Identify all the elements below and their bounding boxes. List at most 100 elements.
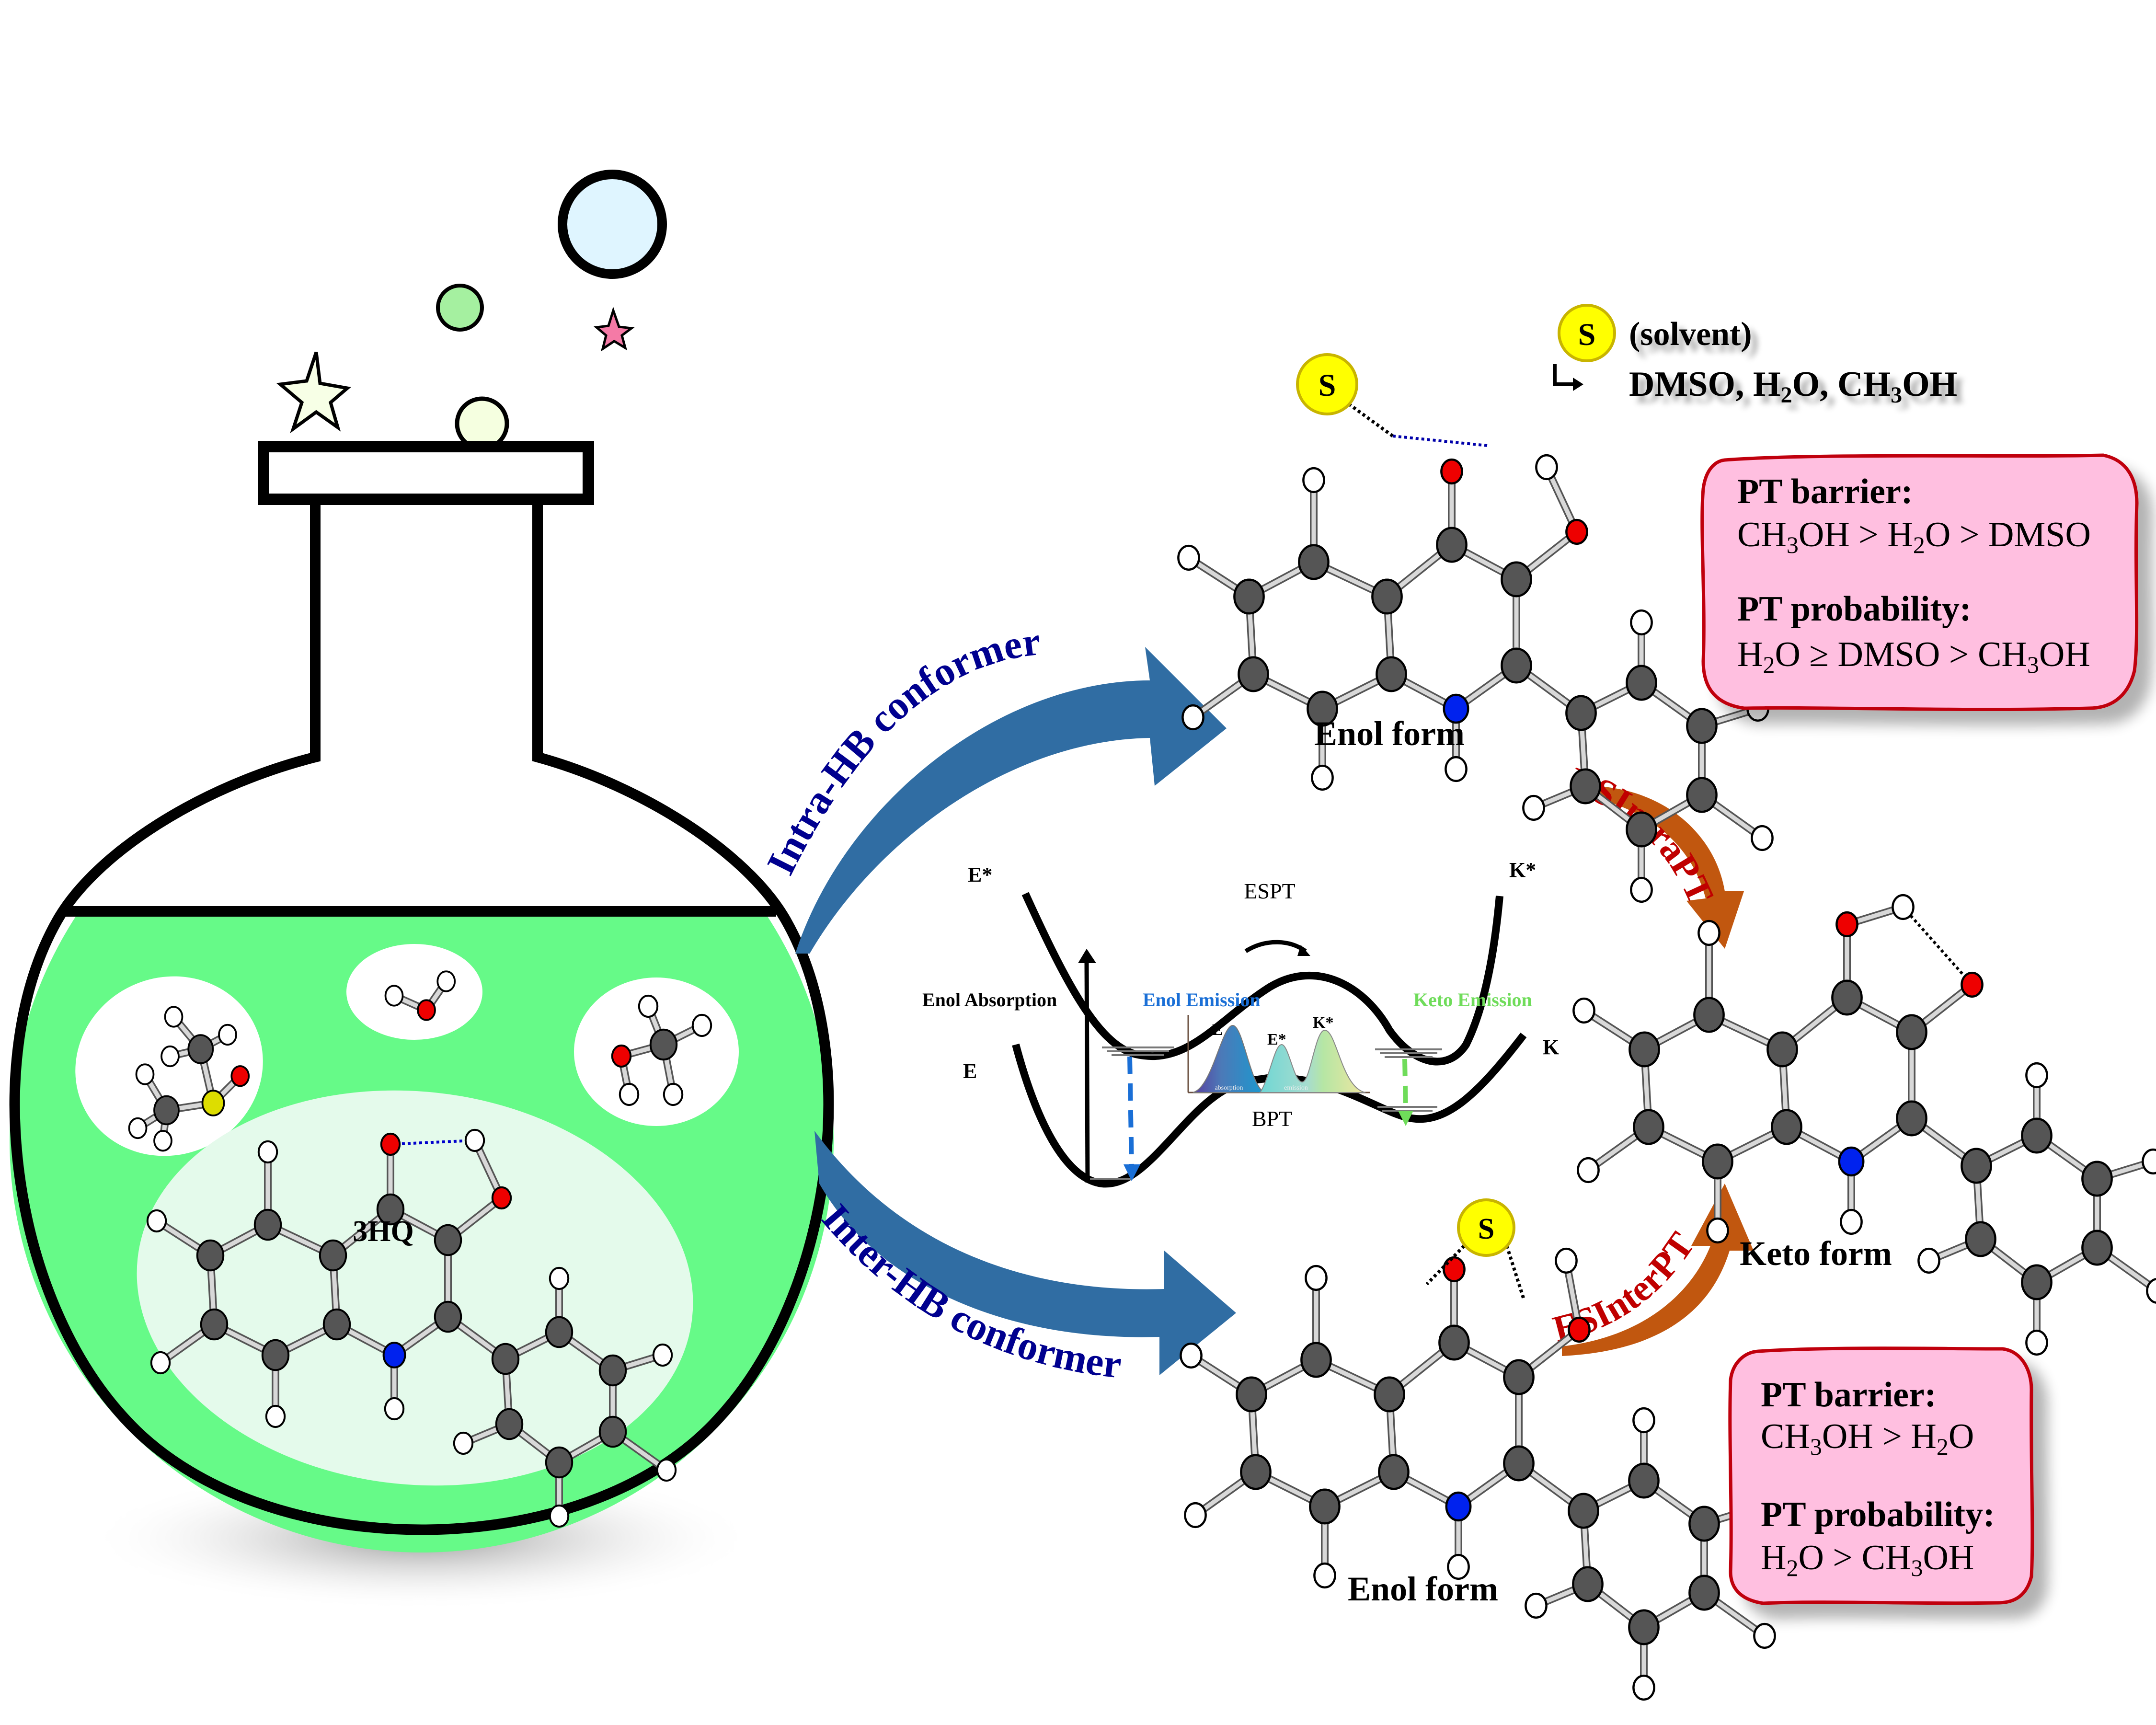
hydrogen-atom bbox=[2142, 1148, 2156, 1175]
hydrogen-atom bbox=[549, 1504, 570, 1528]
emission-peaks bbox=[1259, 1029, 1366, 1093]
carbon-atom bbox=[187, 1034, 214, 1064]
carbon-atom bbox=[1628, 1031, 1660, 1068]
hydrogen-atom bbox=[464, 1128, 485, 1152]
carbon-atom bbox=[1831, 979, 1863, 1016]
enol-emission-arrowhead bbox=[1124, 1164, 1140, 1181]
hydrogen-atom bbox=[218, 1024, 237, 1046]
oxygen-atom bbox=[1568, 1316, 1591, 1343]
nitrogen-atom bbox=[1838, 1146, 1865, 1177]
carbon-atom bbox=[1436, 527, 1468, 563]
hydrogen-atom bbox=[1181, 704, 1204, 731]
carbon-atom bbox=[1628, 1609, 1660, 1645]
top-probability-text: H2O ≥ DMSO > CH3OH bbox=[1737, 635, 2090, 678]
svg-text:S: S bbox=[1478, 1213, 1494, 1245]
carbon-atom bbox=[1766, 1031, 1798, 1068]
enol-form-bottom-molecule bbox=[1180, 1247, 1776, 1701]
inset-absorption-label: absorption bbox=[1215, 1084, 1243, 1092]
carbon-atom bbox=[545, 1316, 573, 1348]
hydrogen-atom bbox=[2025, 1062, 2048, 1089]
carbon-atom bbox=[319, 1239, 347, 1272]
hydrogen-atom bbox=[1630, 609, 1653, 636]
keto-emission-arrow bbox=[1402, 1058, 1408, 1112]
hydrogen-atom bbox=[153, 1130, 172, 1152]
oxygen-atom bbox=[611, 1044, 632, 1068]
carbon-atom bbox=[322, 1308, 351, 1341]
carbon-atom bbox=[2081, 1161, 2113, 1197]
carbon-atom bbox=[1501, 647, 1532, 684]
carbon-atom bbox=[1965, 1221, 1996, 1257]
pt-info-box-bottom bbox=[1728, 1346, 2034, 1605]
inset-peak-e-star: E* bbox=[1267, 1031, 1286, 1048]
hydrogen-atom bbox=[638, 994, 659, 1018]
hydrogen-atom bbox=[164, 1006, 183, 1028]
carbon-atom bbox=[1626, 665, 1657, 701]
bubble-green bbox=[436, 284, 484, 332]
carbon-atom bbox=[1686, 777, 1718, 813]
3hq-label: 3HQ bbox=[353, 1215, 413, 1248]
oxygen-atom bbox=[1440, 458, 1463, 485]
legend-arrow-icon bbox=[1553, 364, 1574, 386]
energy-diagram bbox=[1012, 892, 1527, 1188]
enol-emission-label: Enol Emission bbox=[1143, 989, 1261, 1011]
solvent-badge-bottom: S bbox=[1425, 1198, 1525, 1300]
enol-form-bottom-label: Enol form bbox=[1348, 1570, 1498, 1608]
top-barrier-title: PT barrier: bbox=[1737, 472, 1913, 511]
carbon-atom bbox=[1896, 1014, 1927, 1050]
carbon-atom bbox=[1565, 695, 1597, 731]
carbon-atom bbox=[1378, 1454, 1410, 1490]
oxygen-atom bbox=[1443, 1256, 1466, 1283]
carbon-atom bbox=[2021, 1264, 2053, 1300]
k-ground-label: K bbox=[1543, 1035, 1559, 1059]
top-probability-title: PT probability: bbox=[1737, 589, 1972, 629]
espt-arrowhead bbox=[1297, 945, 1310, 956]
bottom-barrier-title: PT barrier: bbox=[1761, 1375, 1936, 1414]
hydrogen-atom bbox=[1632, 1407, 1655, 1434]
hydrogen-atom bbox=[161, 1045, 180, 1068]
legend-solvent-symbol: S bbox=[1578, 317, 1596, 352]
hydrogen-atom bbox=[1313, 1562, 1336, 1589]
hydrogen-atom bbox=[1180, 1342, 1203, 1369]
bpt-label: BPT bbox=[1252, 1106, 1292, 1131]
carbon-atom bbox=[1626, 811, 1657, 848]
hydrogen-atom bbox=[265, 1404, 286, 1428]
hydrogen-atom bbox=[1572, 997, 1595, 1024]
bubble-large bbox=[558, 170, 667, 279]
hydrogen-atom bbox=[1630, 876, 1653, 903]
hydrogen-atom bbox=[1892, 894, 1915, 920]
carbon-atom bbox=[1298, 544, 1330, 580]
carbon-atom bbox=[491, 1343, 520, 1375]
carbon-atom bbox=[649, 1028, 678, 1061]
sulfur-atom bbox=[201, 1090, 225, 1116]
carbon-atom bbox=[153, 1095, 180, 1126]
legend-solvent-list: DMSO, H2O, CH3OH bbox=[1629, 365, 1957, 408]
top-barrier-text: CH3OH > H2O > DMSO bbox=[1737, 515, 2091, 558]
pt-info-box-top bbox=[1700, 453, 2139, 712]
espt-arrow bbox=[1244, 940, 1307, 953]
carbon-atom bbox=[598, 1354, 627, 1387]
hydrogen-atom bbox=[1697, 920, 1720, 946]
hydrogen-atom bbox=[1577, 1157, 1600, 1184]
esintrapt-arrow bbox=[1586, 786, 1744, 949]
hydrogen-atom bbox=[128, 1117, 148, 1139]
carbon-atom bbox=[598, 1415, 627, 1448]
inset-emission-label: emission bbox=[1284, 1084, 1308, 1092]
e-ground-label: E bbox=[963, 1059, 977, 1083]
carbon-atom bbox=[1300, 1342, 1332, 1378]
oxygen-atom bbox=[230, 1065, 250, 1087]
bottom-barrier-text: CH3OH > H2O bbox=[1761, 1417, 1974, 1460]
absorption-peak bbox=[1193, 1024, 1265, 1093]
oxygen-atom bbox=[491, 1186, 512, 1210]
hydrogen-atom bbox=[146, 1209, 167, 1233]
hydrogen-atom bbox=[1184, 1502, 1207, 1529]
legend-arrowhead-icon bbox=[1573, 378, 1583, 391]
hydrogen-atom bbox=[150, 1351, 171, 1375]
intra-hb-arrow bbox=[795, 647, 1227, 954]
water-bubble bbox=[346, 944, 482, 1040]
legend-solvent-badge bbox=[1558, 304, 1616, 362]
svg-text:S: S bbox=[1319, 368, 1336, 403]
hydrogen-atom bbox=[652, 1343, 673, 1367]
hydrogen-atom bbox=[135, 1063, 155, 1085]
star-white-icon bbox=[276, 351, 351, 434]
hydrogen-atom bbox=[691, 1013, 712, 1037]
